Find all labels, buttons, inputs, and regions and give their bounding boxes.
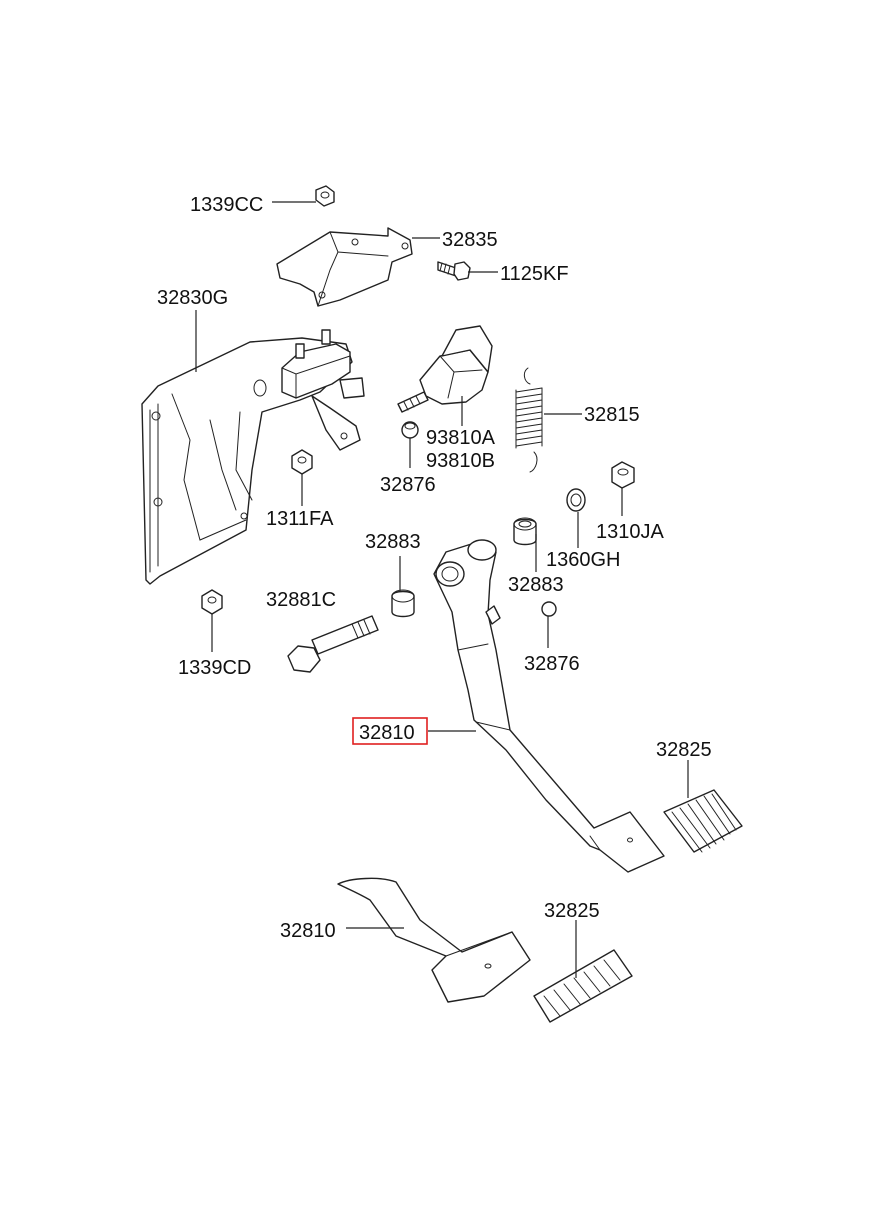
label-32810-lower: 32810: [280, 920, 336, 942]
nut-1310ja-drawing: [611, 461, 635, 489]
label-32815: 32815: [584, 404, 640, 426]
leader-lines: [195, 201, 689, 978]
bolt-1125kf-drawing: [437, 261, 471, 281]
stopper-32876-left-drawing: [401, 421, 419, 439]
bushing-32883-left-drawing: [391, 589, 415, 618]
label-93810a: 93810A: [426, 427, 496, 449]
label-93810b: 93810B: [426, 450, 495, 472]
bolt-32881c-drawing: [287, 615, 379, 673]
label-32883-right: 32883: [508, 574, 564, 596]
label-32835: 32835: [442, 229, 498, 251]
label-1339cd: 1339CD: [178, 657, 251, 679]
label-1125kf: 1125KF: [500, 263, 569, 285]
label-1311fa: 1311FA: [266, 508, 334, 530]
housing-32830g-drawing: [141, 329, 365, 585]
label-32825-upper: 32825: [656, 739, 712, 761]
spring-32815-drawing: [515, 367, 543, 473]
washer-1360gh-drawing: [566, 488, 586, 512]
label-32830g: 32830G: [157, 287, 228, 309]
nut-1339cd-drawing: [201, 589, 223, 615]
switch-93810-drawing: [397, 325, 493, 413]
pad-32825-upper-drawing: [663, 789, 743, 853]
label-32810-highlighted: 32810: [359, 722, 415, 744]
label-32881c: 32881C: [266, 589, 336, 611]
label-32825-lower: 32825: [544, 900, 600, 922]
pad-32825-lower-drawing: [533, 949, 633, 1023]
pedal-arm-32810-lower-drawing: [337, 877, 531, 1003]
nut-1339cc-drawing: [315, 185, 335, 207]
label-32876-left: 32876: [380, 474, 436, 496]
label-1360gh: 1360GH: [546, 549, 621, 571]
nut-1311fa-drawing: [291, 449, 313, 475]
bushing-32883-right-drawing: [513, 517, 537, 546]
highlight-box: [352, 717, 428, 745]
label-1339cc: 1339CC: [190, 194, 263, 216]
bracket-32835-drawing: [276, 227, 413, 307]
stopper-32876-right-drawing: [541, 601, 557, 617]
label-32876-right: 32876: [524, 653, 580, 675]
label-32883-left: 32883: [365, 531, 421, 553]
pedal-arm-32810-upper-drawing: [433, 539, 665, 873]
label-1310ja: 1310JA: [596, 521, 664, 543]
